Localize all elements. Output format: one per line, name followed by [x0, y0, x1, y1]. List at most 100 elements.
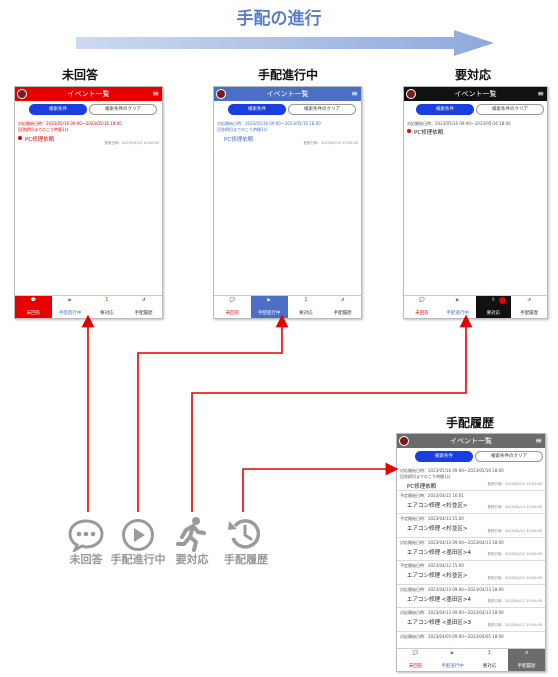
menu-icon[interactable]: ≡ — [351, 89, 358, 98]
alert-dot-icon — [18, 136, 22, 140]
tab-in-progress[interactable]: ▶手配進行中 — [52, 296, 89, 318]
tab-in-progress[interactable]: ▶手配進行中 — [440, 296, 476, 318]
event-task: エアコン修理 <墨田区>3 — [407, 620, 471, 626]
clear-filter-button[interactable]: 検索条件のクリア — [476, 104, 544, 115]
filter-button[interactable]: 検索条件 — [416, 104, 474, 115]
label-action: 要対応 — [454, 68, 491, 82]
menu-icon[interactable]: ≡ — [537, 89, 544, 98]
tab-action[interactable]: 🏃要対応 — [89, 296, 126, 318]
chat-icon: 💬 — [229, 298, 236, 303]
list-item[interactable]: 対応開始日時：2023/04/13 09:00〜2023/04/13 18:00… — [397, 607, 545, 631]
list-item[interactable]: 対応開始日時：2023/05/16 09:00〜2023/05/16 18:00… — [15, 119, 162, 149]
history-icon: ↺ — [141, 298, 146, 303]
phone-action: イベント一覧 ≡ 検索条件検索条件のクリア 対応開始日時：2023/05/16 … — [403, 86, 548, 319]
event-date: 対応開始日時：2023/05/16 09:00〜2023/05/16 18:00 — [18, 121, 122, 126]
play-icon — [122, 519, 154, 551]
event-task: エアコン修理 <墨田区>4 — [407, 549, 471, 556]
event-date: 対応開始日時：2023/04/05 09:00〜2023/04/05 18:00 — [400, 633, 504, 639]
run-icon: 🏃 — [303, 298, 309, 303]
tab-unanswered[interactable]: 💬未回答 — [214, 296, 251, 318]
event-timestamp: 登録日時：2023/04/12 10:00:00 — [487, 622, 542, 627]
event-timestamp: 登録日時：2023/05/15 10:00:00 — [104, 141, 159, 145]
alert-dot-icon — [407, 129, 411, 133]
menu-icon[interactable]: ≡ — [152, 89, 159, 98]
list-item[interactable]: 対応開始日時：2023/05/16 09:00〜2023/05/16 18:00… — [214, 119, 361, 149]
arrow-to-in-progress — [137, 314, 289, 512]
chat-icon: 💬 — [30, 298, 37, 303]
event-task: エアコン修理 <杉並区> — [407, 502, 468, 509]
list-item[interactable]: 対応開始日時：2023/04/13 09:00〜2023/04/13 18:00… — [397, 536, 545, 561]
tab-unanswered[interactable]: 💬未回答 — [15, 296, 52, 318]
menu-icon[interactable]: ≡ — [535, 436, 542, 445]
event-task: エアコン修理 <墨田区>4 — [407, 596, 471, 603]
filter-button[interactable]: 検索条件 — [29, 104, 87, 115]
run-icon: 🏃 — [490, 298, 497, 303]
filter-button[interactable]: 検索条件 — [415, 451, 473, 462]
diagram-title: 手配の進行 — [236, 9, 322, 29]
tab-in-progress[interactable]: ▶手配進行中 — [250, 296, 288, 318]
clear-filter-button[interactable]: 検索条件のクリア — [89, 104, 157, 115]
app-header: イベント一覧 ≡ — [404, 87, 547, 101]
tab-history[interactable]: ↺手配履歴 — [324, 296, 361, 318]
event-date: 対応開始日時：2023/05/16 09:00〜2023/05/16 18:00 — [217, 121, 321, 126]
tab-unanswered[interactable]: 💬未回答 — [404, 296, 440, 318]
tab-history[interactable]: ↺手配履歴 — [511, 296, 547, 318]
play-icon: ▶ — [68, 298, 72, 303]
event-task: PC修理依頼 — [25, 137, 55, 143]
label-unanswered: 未回答 — [61, 68, 98, 82]
label-in-progress: 手配進行中 — [257, 68, 318, 82]
tab-in-progress[interactable]: ▶手配進行中 — [434, 649, 471, 671]
history-icon: ↺ — [340, 298, 345, 303]
play-icon: ▶ — [267, 298, 271, 303]
event-date: 対応開始日時：2023/04/13 09:00〜2023/04/13 18:00 — [400, 586, 504, 592]
app-header: イベント一覧 ≡ — [214, 87, 361, 101]
list-item[interactable]: 対応開始日時：2023/04/05 09:00〜2023/04/05 18:00 — [397, 630, 545, 649]
logo-icon — [406, 89, 416, 99]
clear-filter-button[interactable]: 検索条件のクリア — [288, 104, 356, 115]
logo-icon — [216, 89, 226, 99]
run-icon — [176, 517, 206, 552]
clear-filter-button[interactable]: 検索条件のクリア — [475, 451, 543, 462]
tab-action[interactable]: 🏃要対応 — [471, 649, 508, 671]
tab-action[interactable]: 🏃要対応 — [475, 296, 512, 318]
event-date: 対応開始日時：2023/05/16 09:00〜2023/05/16 18:00 — [400, 468, 504, 473]
legend-in-progress: 手配進行中 — [110, 553, 166, 566]
header-title: イベント一覧 — [67, 90, 110, 98]
event-deadline: 回答締切までのこり時間1分 — [18, 127, 69, 132]
event-timestamp: 登録日時：2023/04/12 10:00:00 — [487, 528, 542, 533]
tab-history[interactable]: ↺手配履歴 — [508, 649, 545, 671]
chat-icon: 💬 — [419, 298, 425, 303]
label-history: 手配履歴 — [445, 416, 494, 430]
chat-icon — [68, 519, 104, 552]
event-timestamp: 登録日時：2023/04/11 10:00:00 — [487, 575, 542, 580]
history-list: 対応開始日時：2023/05/16 09:00〜2023/05/16 18:00… — [397, 466, 545, 648]
legend-history: 手配履歴 — [224, 553, 268, 566]
tab-history[interactable]: ↺手配履歴 — [125, 296, 162, 318]
tab-action[interactable]: 🏃要対応 — [288, 296, 325, 318]
event-date: 対応開始日時：2023/04/13 09:00〜2023/04/13 18:00 — [400, 539, 504, 545]
legend-unanswered: 未回答 — [69, 553, 103, 566]
history-icon: ↺ — [527, 298, 532, 303]
event-timestamp: 登録日時：2023/04/12 10:00:00 — [487, 599, 542, 603]
progress-arrow — [76, 30, 494, 56]
event-date: 予定開始日時：2023/04/12 15:00 — [400, 563, 464, 568]
event-task: PC修理依頼 — [407, 484, 437, 490]
phone-in-progress: イベント一覧 ≡ 検索条件検索条件のクリア 対応開始日時：2023/05/16 … — [213, 86, 362, 319]
list-item[interactable]: 対応開始日時：2023/04/13 09:00〜2023/04/13 18:00… — [397, 583, 545, 608]
list-item[interactable]: 対応開始日時：2023/05/16 09:00〜2023/05/16 18:00… — [397, 466, 545, 490]
header-title: イベント一覧 — [266, 90, 309, 98]
history-icon: ↺ — [524, 651, 529, 656]
filter-button[interactable]: 検索条件 — [228, 104, 286, 115]
app-header: イベント一覧 ≡ — [397, 434, 545, 448]
event-task: エアコン修理 <杉並区> — [407, 526, 468, 532]
header-title: イベント一覧 — [454, 90, 497, 98]
tab-unanswered[interactable]: 💬未回答 — [397, 649, 434, 671]
header-title: イベント一覧 — [450, 437, 492, 445]
list-item[interactable]: 対応開始日時：2023/05/16 09:00〜2023/05/16 18:00… — [404, 119, 547, 139]
event-date: 対応開始日時：2023/05/16 09:00〜2023/05/16 18:00 — [407, 121, 511, 126]
logo-icon — [17, 89, 27, 99]
